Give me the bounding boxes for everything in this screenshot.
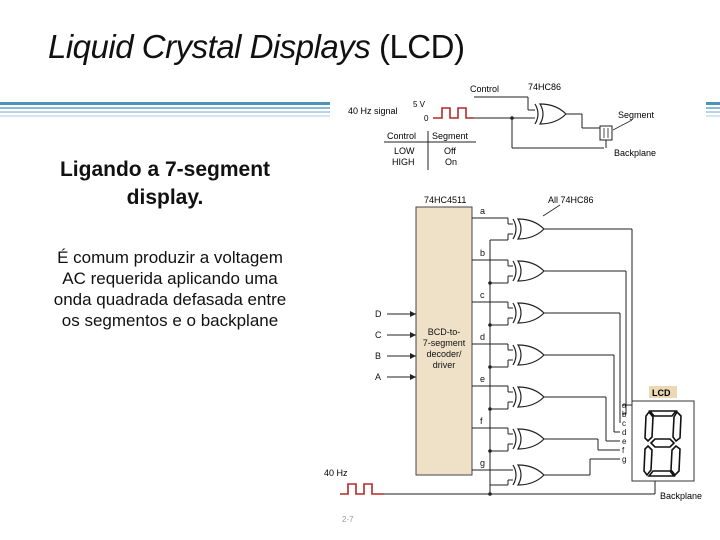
subheading: Ligando a 7-segment display. [59,158,271,209]
truth-table: Control Segment LOW Off HIGH On [384,131,476,170]
lcd-pin-g: g [622,455,626,464]
lcd-pin-d: d [622,428,626,437]
decoder-output-f: f [480,416,483,426]
table-header-segment: Segment [432,131,469,141]
lcd-backplane-label: Backplane [660,491,702,501]
decoder-output-b: b [480,248,485,258]
xor-gate-d [512,344,545,366]
svg-text:BCD-to-: BCD-to- [428,327,461,337]
lcd-label: LCD [652,388,671,398]
svg-text:7-segment: 7-segment [423,338,466,348]
xor-gate-f [512,428,545,450]
input-a-label: A [375,372,381,382]
low-level-label: 0 [424,114,429,123]
title-rule-bar-right [706,102,720,117]
lcd-pin-f: f [622,446,625,455]
chip-label-top: 74HC86 [528,82,561,92]
xor-gate-e [512,386,545,408]
slide-title: Liquid Crystal Displays (LCD) [48,28,465,66]
svg-text:driver: driver [433,360,456,370]
decoder-output-a: a [480,206,485,216]
decoder-label: BCD-to- 7-segment decoder/ driver [423,327,466,370]
decoder-output-d: d [480,332,485,342]
table-cell-on: On [445,157,457,167]
table-cell-low: LOW [394,146,415,156]
title-normal: (LCD) [370,28,465,65]
high-level-label: 5 V [413,100,426,109]
xor-gate-a [512,218,545,240]
svg-text:decoder/: decoder/ [426,349,462,359]
control-label-top: Control [470,84,499,94]
table-cell-high: HIGH [392,157,415,167]
title-rule-bar [0,99,330,120]
lcd-pin-c: c [622,419,626,428]
backplane-label-top: Backplane [614,148,656,158]
lcd-label-box [649,386,677,398]
square-wave-bottom [340,483,384,495]
input-c-label: C [375,330,382,340]
slide-number: 2-7 [342,515,354,524]
decoder-chip-box [415,206,473,476]
lcd-pin-b: b [622,410,627,419]
decoder-output-e: e [480,374,485,384]
segment-label-top: Segment [618,110,655,120]
decoder-chip-label: 74HC4511 [424,195,466,205]
clock-freq-label: 40 Hz [324,468,348,478]
table-header-control: Control [387,131,416,141]
xor-gate-b [512,260,545,282]
input-b-label: B [375,351,381,361]
xor-gate-c [512,302,545,324]
lcd-pin-e: e [622,437,627,446]
table-cell-off: Off [444,146,456,156]
xor-gate-g [512,464,545,486]
xor-chips-label: All 74HC86 [548,195,594,205]
xor-channels [472,217,633,486]
lcd-drive-circuit-diagram: 40 Hz signal 5 V 0 Control 74HC86 Segmen… [324,82,702,501]
decoder-output-c: c [480,290,485,300]
body-paragraph: É comum produzir a voltagem AC requerida… [53,248,287,330]
lcd-pin-a: a [622,401,627,410]
signal-label: 40 Hz signal [348,106,398,116]
input-d-label: D [375,309,382,319]
title-italic: Liquid Crystal Displays [48,28,371,65]
square-wave-top [433,107,474,119]
decoder-output-g: g [480,458,485,468]
seven-segment-digit [643,410,682,477]
